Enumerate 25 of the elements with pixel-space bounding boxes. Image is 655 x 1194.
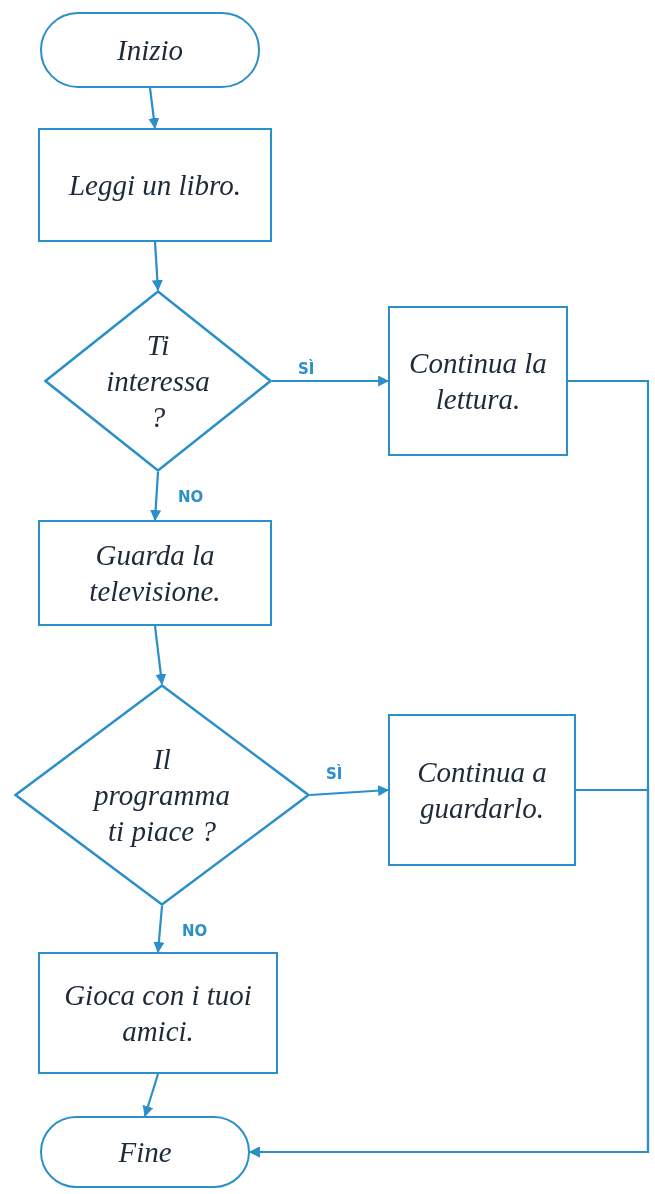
node-text: Continua la lettura. <box>408 345 548 417</box>
arrow <box>153 905 165 954</box>
node-text: Fine <box>117 1134 173 1170</box>
node-text: Gioca con i tuoi amici. <box>63 977 253 1049</box>
node-text: Continua a guardarlo. <box>416 754 548 826</box>
arrow <box>142 1073 160 1118</box>
arrow <box>248 788 650 1158</box>
process-box <box>38 520 272 626</box>
process-box <box>388 714 576 866</box>
arrow <box>153 625 167 686</box>
node-text: Guarda la televisione. <box>88 537 222 609</box>
node-text: Ti interessa ? <box>105 327 211 436</box>
node-text: Leggi un libro. <box>67 167 243 203</box>
process-box <box>38 952 278 1074</box>
node-text: Inizio <box>115 32 185 68</box>
node-text: Il programma ti piace ? <box>91 741 231 850</box>
decision-diamond <box>14 684 310 906</box>
arrow <box>151 241 163 292</box>
process-box <box>38 128 272 242</box>
arrow <box>150 471 162 522</box>
arrow <box>272 375 390 387</box>
arrow <box>148 87 160 130</box>
process-box <box>388 306 568 456</box>
decision-diamond <box>44 290 272 472</box>
arrow <box>309 785 390 797</box>
